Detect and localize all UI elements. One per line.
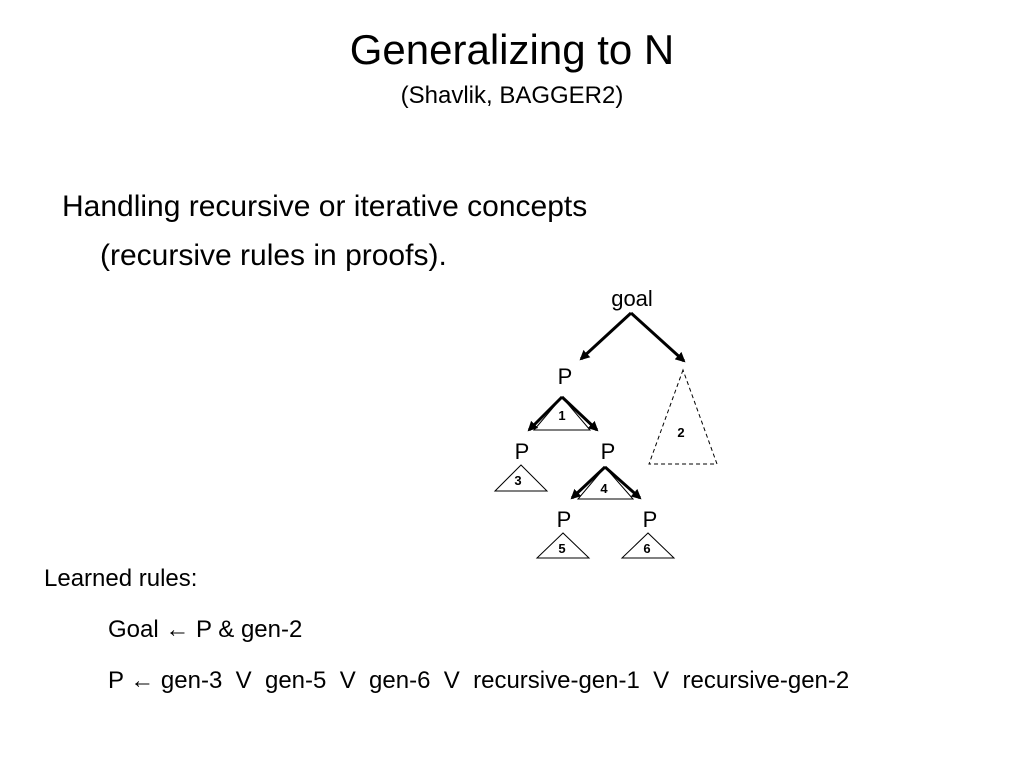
- triangle-1: [532, 396, 592, 431]
- slide-title: Generalizing to N: [349, 26, 675, 73]
- triangle-3-label: 3: [514, 473, 521, 488]
- learned-rule-2: P ← gen-3 V gen-5 V gen-6 V recursive-ge…: [108, 667, 850, 694]
- edge-p-top-to-p-left: [527, 395, 564, 432]
- triangle-4: [576, 466, 635, 500]
- edge-p-mid-to-p-bottom-left: [570, 465, 607, 500]
- triangle-5-label: 5: [558, 541, 565, 556]
- triangle-1-label: 1: [558, 408, 565, 423]
- triangle-2: [648, 368, 718, 465]
- triangle-5: [535, 532, 591, 559]
- node-p-top: P: [558, 364, 573, 389]
- edge-goal-to-p: [579, 311, 633, 361]
- edge-p-top-to-p-mid: [560, 395, 599, 432]
- body-text-line-2: (recursive rules in proofs).: [100, 239, 447, 272]
- learned-rule-1: Goal ← P & gen-2: [108, 616, 303, 643]
- learned-rules-heading: Learned rules:: [44, 565, 198, 592]
- slide-subtitle: (Shavlik, BAGGER2): [400, 82, 624, 109]
- node-p-mid: P: [601, 439, 616, 464]
- edge-p-mid-to-p-bottom-right: [604, 465, 642, 500]
- node-p-bottom-left: P: [557, 507, 572, 532]
- node-p-bottom-right: P: [643, 507, 658, 532]
- root-goal-label: goal: [611, 286, 653, 311]
- triangle-3: [493, 464, 549, 492]
- node-p-left: P: [515, 439, 530, 464]
- triangle-2-label: 2: [677, 425, 684, 440]
- edge-goal-to-triangle-2: [629, 311, 686, 363]
- triangle-6: [620, 532, 676, 559]
- triangle-4-label: 4: [600, 481, 608, 496]
- body-text-line-1: Handling recursive or iterative concepts: [62, 190, 588, 223]
- triangle-6-label: 6: [643, 541, 650, 556]
